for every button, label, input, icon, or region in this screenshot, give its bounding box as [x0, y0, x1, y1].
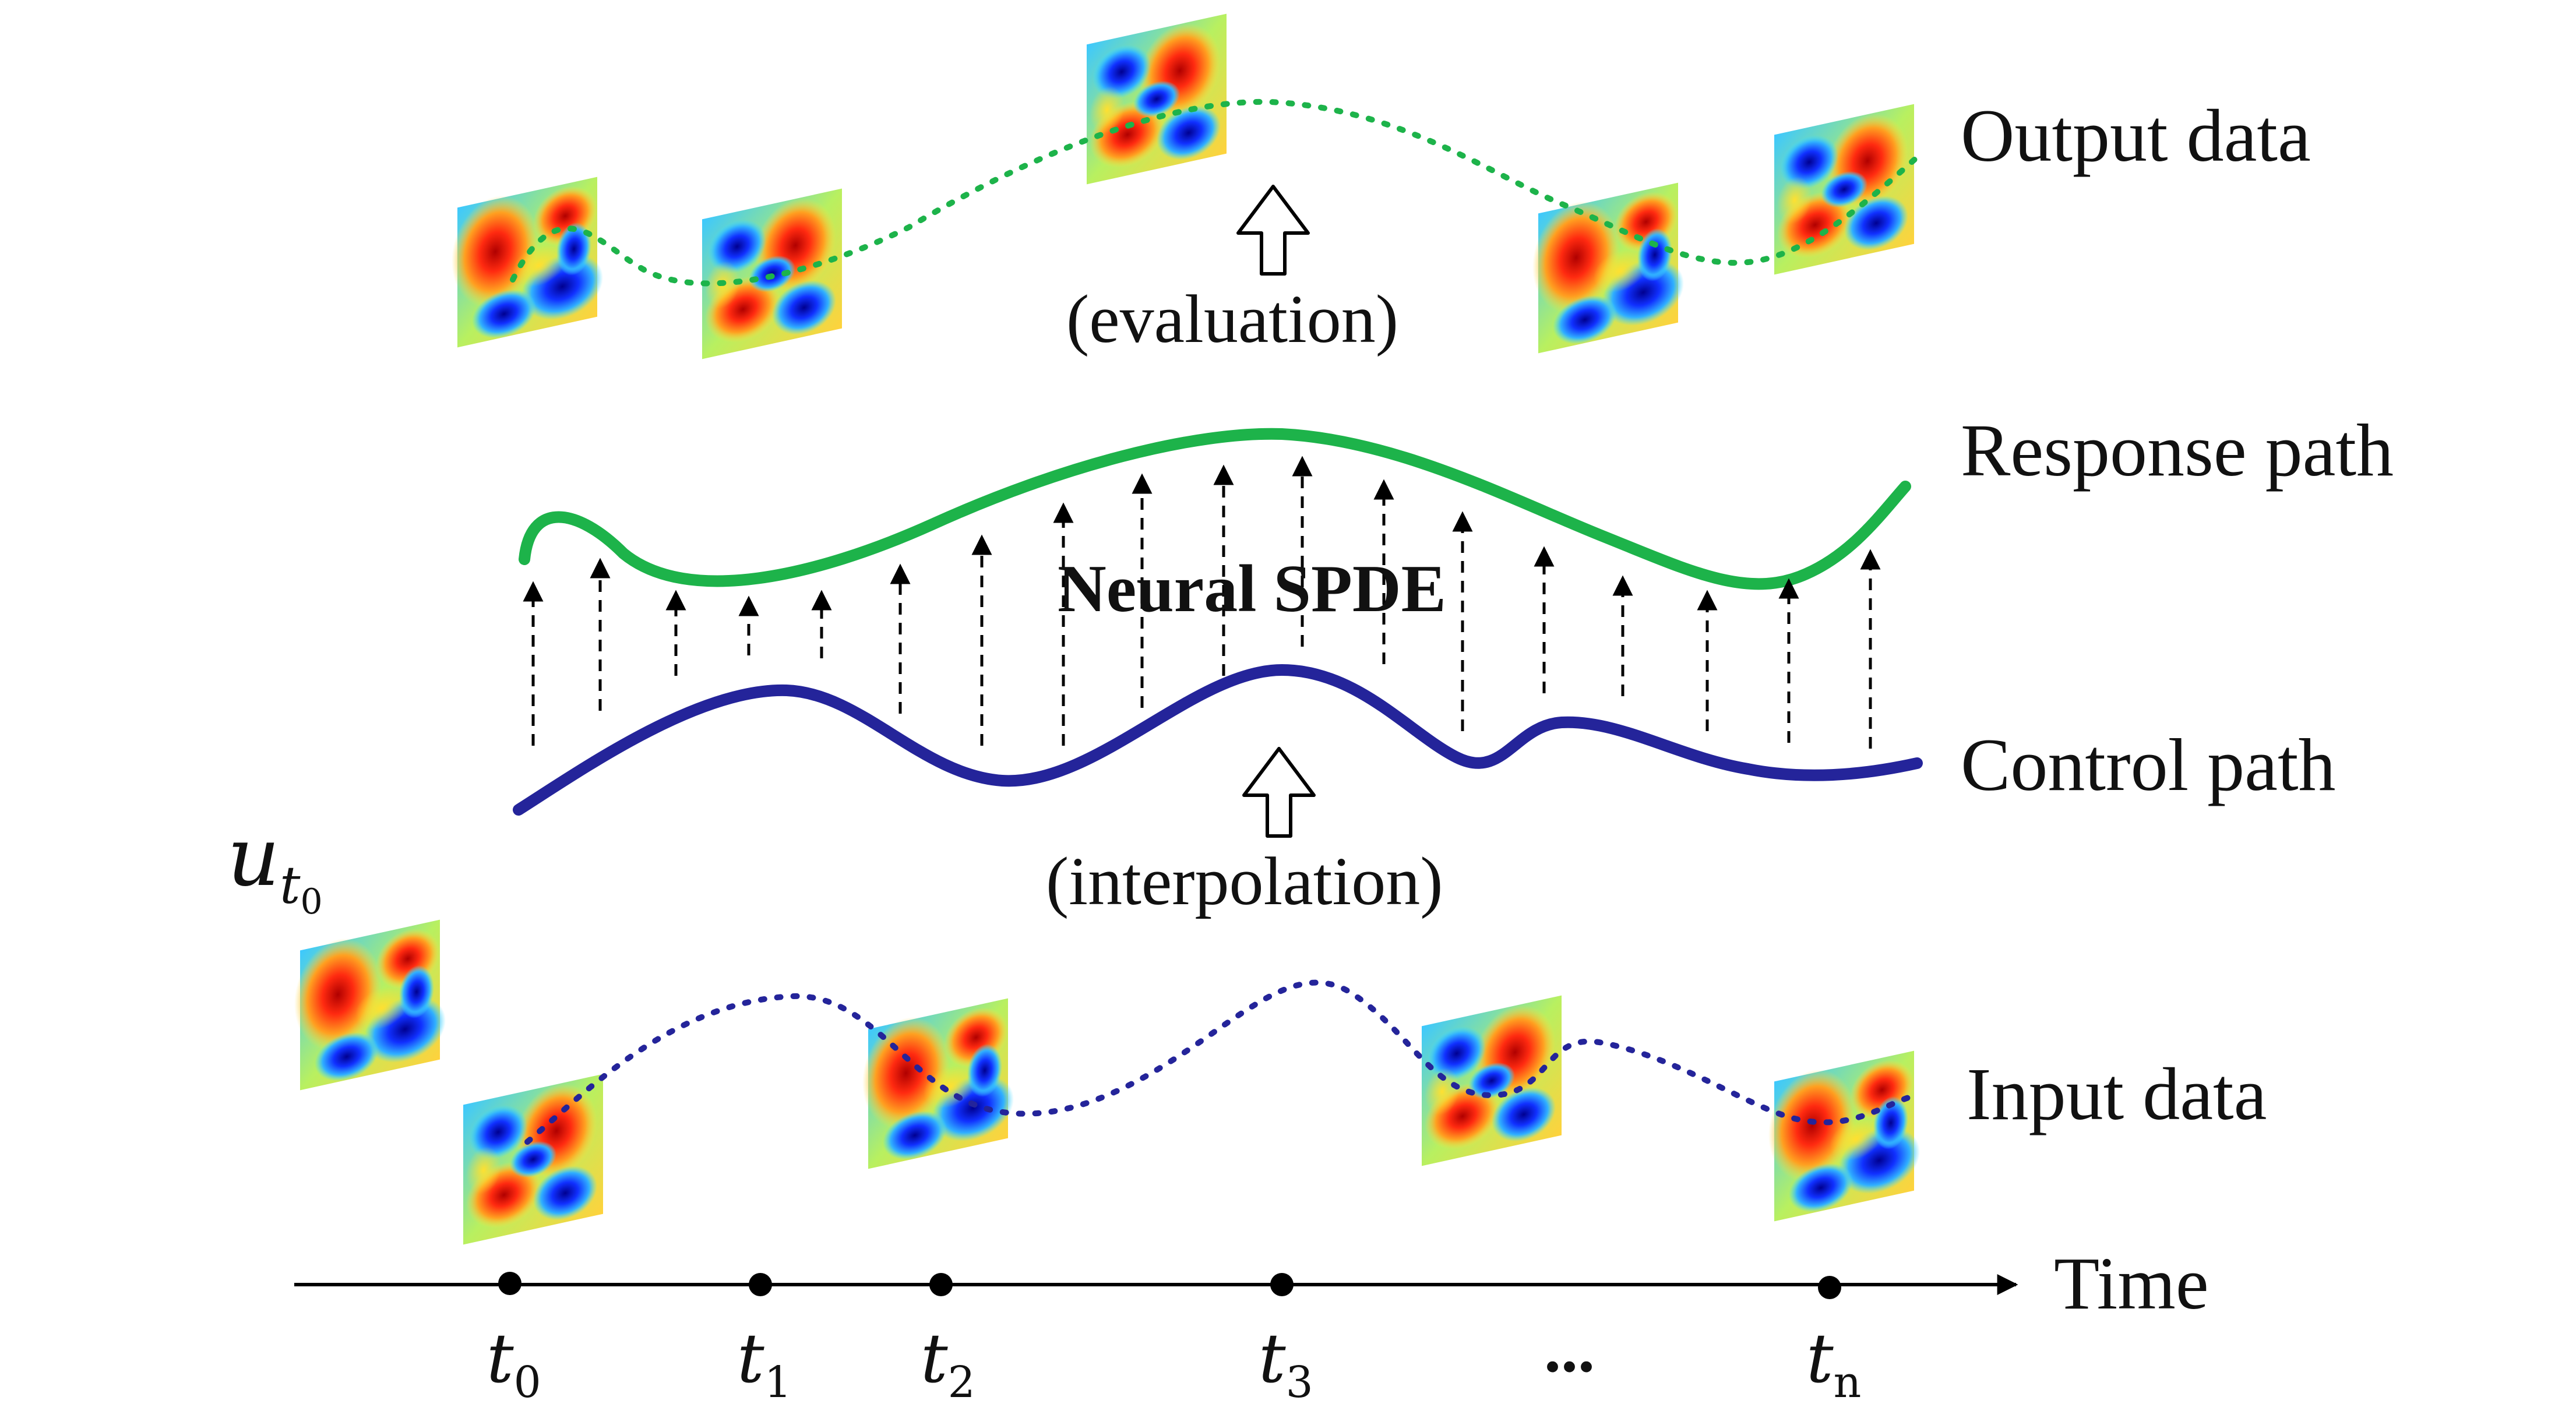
input-data-label: Input data [1967, 1053, 2267, 1135]
up-outline-arrow-icon [1242, 747, 1316, 838]
tick-label-t3: t3 [1259, 1320, 1313, 1408]
initial-condition-panel [294, 915, 446, 1092]
tick-label-t0: t0 [487, 1320, 541, 1408]
input-panels [463, 994, 1920, 1245]
heatmap-panel [1532, 178, 1684, 355]
evaluation-label: (evaluation) [1066, 281, 1399, 357]
heatmap-panel [463, 1074, 603, 1245]
time-tick-dots [498, 1272, 1841, 1299]
tick-label-t1: t1 [737, 1320, 792, 1408]
output-data-label: Output data [1961, 94, 2311, 177]
heatmap-panel [862, 994, 1014, 1170]
output-dotted-path [510, 98, 1920, 287]
heatmap-panel [1087, 13, 1227, 185]
tick-label-tn: tn [1806, 1320, 1862, 1408]
heatmap-panel [1768, 1046, 1920, 1223]
time-tick-dot [1270, 1273, 1294, 1296]
time-tick-dot [929, 1273, 953, 1296]
tick-label-ellipsis: ... [1544, 1312, 1595, 1387]
control-path-label: Control path [1961, 724, 2336, 806]
control-path-curve [513, 664, 1923, 816]
response-path-label: Response path [1961, 409, 2394, 492]
time-label: Time [2054, 1242, 2209, 1325]
time-tick-dot [1818, 1276, 1841, 1299]
dashed-up-arrows [523, 456, 1881, 749]
neural-spde-label: Neural SPDE [1058, 552, 1446, 626]
initial-condition-label: ut0 [227, 810, 323, 922]
response-path-curve [519, 428, 1911, 590]
tick-label-t2: t2 [921, 1320, 975, 1408]
input-dotted-path [524, 979, 1920, 1145]
time-tick-dot [749, 1273, 772, 1296]
interpolation-label: (interpolation) [1046, 843, 1443, 919]
heatmap-panel [452, 172, 603, 349]
up-outline-arrow-icon [1236, 185, 1310, 276]
time-tick-dot [498, 1272, 521, 1295]
